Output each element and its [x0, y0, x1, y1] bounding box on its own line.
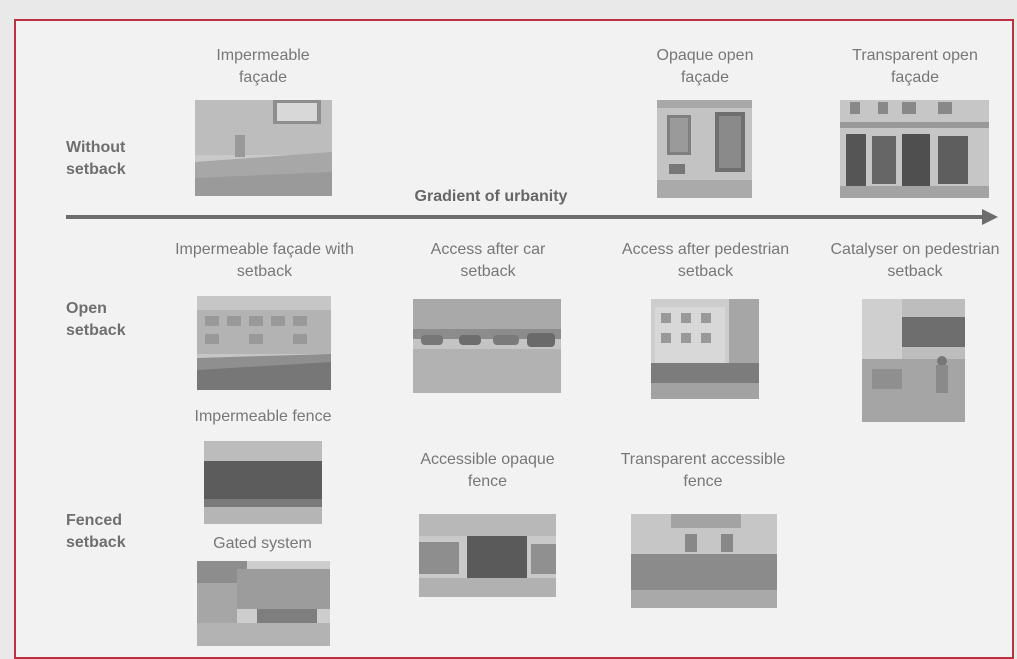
row-label-without-setback: Without setback	[66, 139, 126, 178]
caption-opaque-open-facade: Opaque open façade	[656, 47, 754, 86]
caption-impermeable-fence: Impermeable fence	[194, 408, 332, 425]
caption-impermeable-facade-setback: Impermeable façade with setback	[175, 241, 354, 280]
photo-impermeable-fence	[204, 441, 322, 524]
row-label-fenced-setback: Fenced setback	[66, 512, 126, 551]
caption-accessible-opaque-fence: Accessible opaque fence	[420, 451, 555, 490]
photo-catalyser	[862, 299, 965, 422]
photo-accessible-opaque-fence	[419, 514, 556, 597]
caption-access-car-setback: Access after car setback	[430, 241, 546, 280]
caption-access-ped-setback: Access after pedestrian setback	[621, 241, 790, 280]
row-label-open-setback: Open setback	[66, 300, 126, 339]
photo-impermeable-facade	[195, 100, 332, 196]
caption-transparent-fence: Transparent accessible fence	[620, 451, 786, 490]
photo-impermeable-facade-setback	[197, 296, 331, 390]
caption-impermeable-facade: Impermeable façade	[216, 47, 310, 86]
photo-transparent-fence	[631, 514, 777, 608]
photo-opaque-open-facade	[657, 100, 752, 198]
caption-transparent-open-facade: Transparent open façade	[852, 47, 978, 86]
gradient-label: Gradient of urbanity	[414, 188, 568, 205]
caption-catalyser: Catalyser on pedestrian setback	[830, 241, 1000, 280]
photo-transparent-open-facade	[840, 100, 989, 198]
photo-access-ped-setback	[651, 299, 759, 399]
caption-gated-system: Gated system	[213, 535, 312, 552]
photo-access-car-setback	[413, 299, 561, 393]
gradient-arrow-head	[982, 209, 998, 225]
photo-gated-system	[197, 561, 330, 646]
gradient-arrow	[66, 215, 984, 219]
